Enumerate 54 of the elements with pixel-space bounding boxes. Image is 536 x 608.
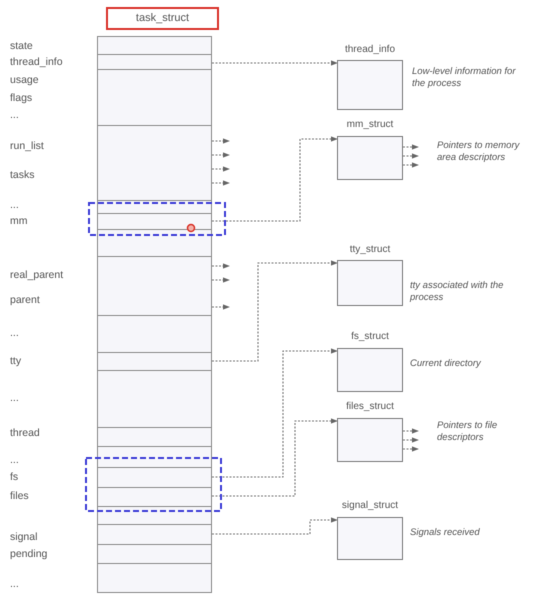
field-name: mm	[10, 215, 28, 227]
arrow	[212, 418, 338, 497]
arrow	[212, 517, 338, 535]
field-name: real_parent	[10, 269, 64, 281]
arrow	[403, 144, 419, 150]
arrow	[403, 446, 419, 452]
arrow	[212, 152, 230, 158]
field-name: ...	[10, 392, 19, 404]
description-text: Current directory	[410, 358, 482, 370]
title-box: task_struct	[106, 7, 219, 30]
description-text: Signals received	[410, 527, 481, 539]
arrow	[212, 304, 230, 310]
arrow	[403, 428, 419, 434]
arrow	[212, 263, 230, 269]
arrow	[403, 153, 419, 159]
field-name: files	[10, 490, 29, 502]
struct-column	[97, 36, 212, 593]
field-name: signal	[10, 531, 38, 543]
field-name: thread_info	[10, 56, 63, 68]
description-text: tty associated with the process	[410, 280, 504, 304]
field-name: flags	[10, 92, 32, 104]
arrow	[212, 277, 230, 283]
field-name: tasks	[10, 169, 35, 181]
struct-name: signal_struct	[340, 499, 400, 512]
field-name: thread	[10, 427, 40, 439]
field-name: tty	[10, 355, 22, 367]
field-name: fs	[10, 471, 18, 483]
field-name: ...	[10, 578, 19, 590]
arrow	[403, 437, 419, 443]
struct-name: mm_struct	[346, 118, 394, 131]
arrow	[212, 348, 338, 478]
arrow	[212, 180, 230, 186]
arrow	[212, 60, 338, 66]
field-name: state	[10, 40, 33, 52]
field-name: pending	[10, 548, 48, 560]
arrow	[212, 136, 338, 222]
field-name: ...	[10, 327, 19, 339]
field-name: run_list	[10, 140, 44, 152]
field-name: parent	[10, 294, 40, 306]
field-name: ...	[10, 454, 19, 466]
description-text: Pointers to file descriptors	[437, 420, 498, 444]
arrow	[403, 162, 419, 168]
description-text: Pointers to memory area descriptors	[437, 140, 521, 164]
arrow	[212, 138, 230, 144]
struct-name: thread_info	[344, 43, 396, 56]
struct-name: files_struct	[345, 400, 395, 413]
field-name: ...	[10, 199, 19, 211]
struct-name: fs_struct	[350, 330, 390, 343]
description-text: Low-level information for the process	[412, 66, 517, 90]
arrow	[212, 260, 338, 362]
field-name: usage	[10, 74, 39, 86]
struct-name: tty_struct	[348, 243, 392, 256]
arrow	[212, 166, 230, 172]
field-name: ...	[10, 109, 19, 121]
